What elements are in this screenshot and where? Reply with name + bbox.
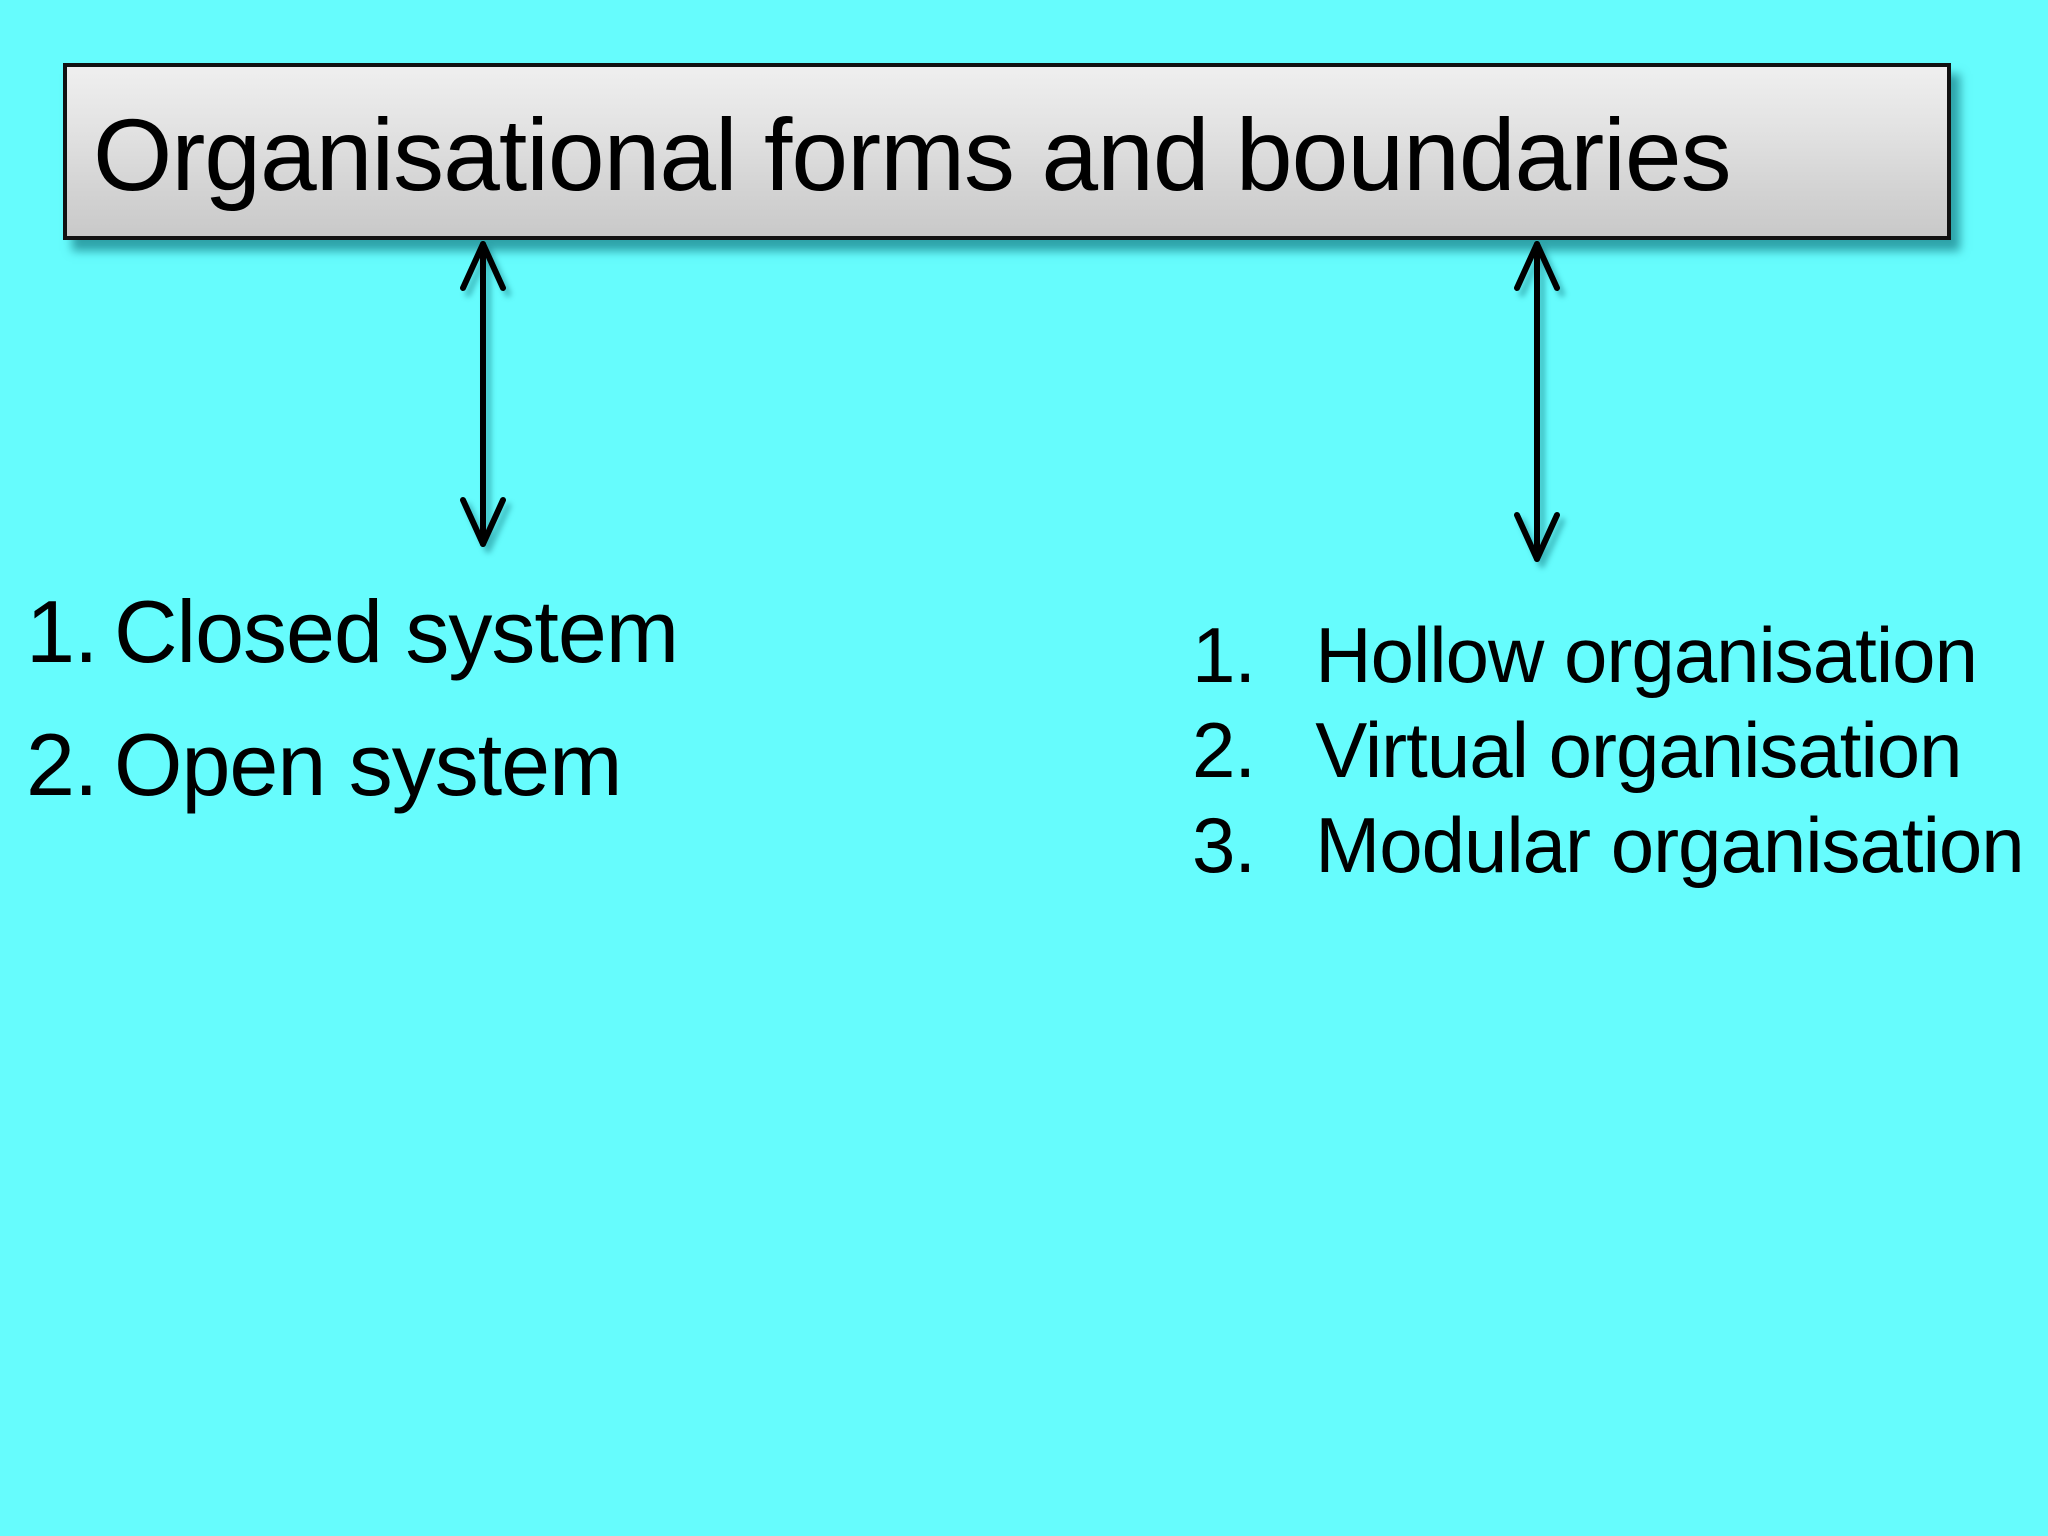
list-item-label: Open system bbox=[114, 715, 622, 814]
list-item-number: 2. bbox=[1192, 706, 1256, 794]
slide-title: Organisational forms and boundaries bbox=[93, 97, 1732, 212]
systems-list: 1.Closed system 2.Open system bbox=[26, 582, 679, 809]
list-item-number: 3. bbox=[1192, 801, 1256, 889]
list-item-label: Virtual organisation bbox=[1315, 706, 1962, 794]
double-headed-arrow-icon bbox=[1514, 241, 1560, 562]
list-item-number: 1. bbox=[26, 582, 98, 681]
list-item: 2.Virtual organisation bbox=[1192, 711, 2024, 789]
list-item: 1.Closed system bbox=[26, 582, 679, 681]
organisation-forms-list: 1.Hollow organisation 2.Virtual organisa… bbox=[1192, 616, 2025, 889]
title-box: Organisational forms and boundaries bbox=[63, 63, 1951, 240]
list-item: 1.Hollow organisation bbox=[1192, 616, 2024, 694]
list-item: 3. Modular organisation bbox=[1192, 801, 2025, 889]
list-item-number: 1. bbox=[1192, 611, 1256, 699]
list-item-number: 2. bbox=[26, 715, 98, 814]
list-item-label: Hollow organisation bbox=[1315, 611, 1978, 699]
list-item-label: Modular organisation bbox=[1315, 801, 2024, 889]
list-item: 2.Open system bbox=[26, 721, 678, 809]
list-item-label: Closed system bbox=[114, 582, 679, 681]
double-headed-arrow-icon bbox=[460, 241, 506, 547]
